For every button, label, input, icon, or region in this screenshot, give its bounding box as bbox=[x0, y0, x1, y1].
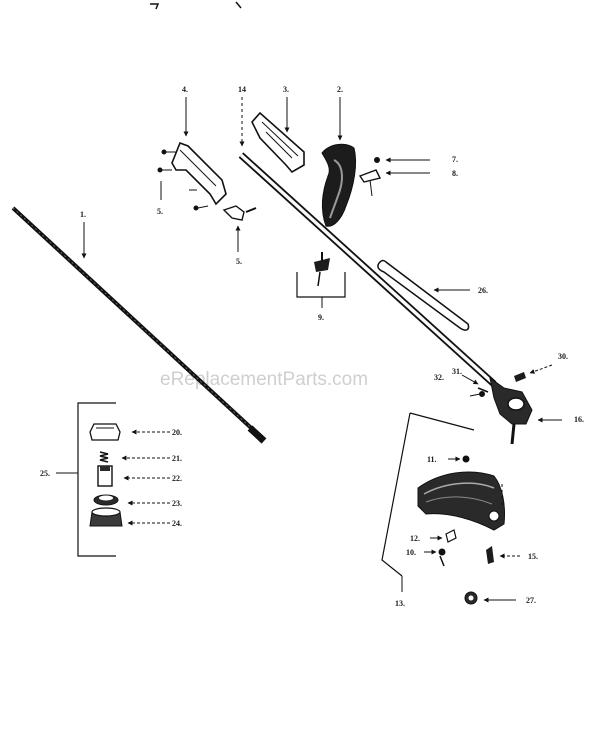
part-11-screw bbox=[448, 455, 470, 463]
label-22: 22. bbox=[172, 474, 182, 483]
label-8: 8. bbox=[452, 169, 458, 178]
part-25-bump-head-group bbox=[56, 402, 116, 557]
part-2-handle-grip bbox=[321, 97, 357, 227]
label-13: 13. bbox=[395, 599, 405, 608]
label-20: 20. bbox=[172, 428, 182, 437]
part-3-grip-plate bbox=[251, 97, 305, 174]
part-4-handle-bracket bbox=[157, 97, 227, 211]
label-21: 21. bbox=[172, 454, 182, 463]
label-10: 10. bbox=[406, 548, 416, 557]
label-7: 7. bbox=[452, 155, 458, 164]
part-20-knob bbox=[89, 423, 170, 441]
part-12-screw bbox=[430, 529, 457, 543]
part-14-shaft-tube bbox=[238, 97, 497, 387]
part-7-screw bbox=[374, 157, 430, 163]
label-2: 2. bbox=[337, 85, 343, 94]
label-1: 1. bbox=[80, 210, 86, 219]
label-26: 26. bbox=[478, 286, 488, 295]
part-24-housing bbox=[89, 507, 170, 527]
label-3: 3. bbox=[283, 85, 289, 94]
part-5-clamp bbox=[222, 205, 257, 252]
label-30: 30. bbox=[558, 352, 568, 361]
part-30-screw bbox=[514, 364, 553, 382]
guard-shield bbox=[417, 471, 505, 531]
label-5a: 5. bbox=[157, 207, 163, 216]
part-15-line-cutter bbox=[486, 546, 520, 564]
label-31: 31. bbox=[452, 367, 462, 376]
part-labels: 1. 2. 3. 4. 5. 5. 7. 8. 9. 10. 11. 12. 1… bbox=[40, 85, 584, 608]
part-26-sleeve bbox=[377, 259, 470, 331]
label-25: 25. bbox=[40, 469, 50, 478]
label-4: 4. bbox=[182, 85, 188, 94]
label-16: 16. bbox=[574, 415, 584, 424]
label-15: 15. bbox=[528, 552, 538, 561]
label-14: 14 bbox=[238, 85, 246, 94]
label-12: 12. bbox=[410, 534, 420, 543]
part-9-mount-assembly bbox=[296, 252, 346, 308]
label-32: 32. bbox=[434, 373, 444, 382]
part-16-gear-head bbox=[489, 376, 562, 445]
label-5b: 5. bbox=[236, 257, 242, 266]
label-11: 11. bbox=[427, 455, 437, 464]
label-24: 24. bbox=[172, 519, 182, 528]
label-9: 9. bbox=[318, 313, 324, 322]
part-22-spool bbox=[97, 465, 170, 487]
part-1-flex-shaft bbox=[11, 206, 267, 444]
part-23-washer bbox=[93, 494, 170, 506]
watermark: eReplacementParts.com bbox=[160, 369, 368, 390]
part-31-32-fasteners bbox=[461, 374, 489, 397]
part-10-screw bbox=[424, 548, 446, 567]
part-27-nut bbox=[464, 591, 516, 605]
label-27: 27. bbox=[526, 596, 536, 605]
label-23: 23. bbox=[172, 499, 182, 508]
part-13-guard-group bbox=[381, 412, 475, 592]
part-8-trigger-bracket bbox=[358, 169, 430, 197]
part-21-spring bbox=[99, 451, 170, 463]
top-fragment bbox=[150, 1, 242, 10]
